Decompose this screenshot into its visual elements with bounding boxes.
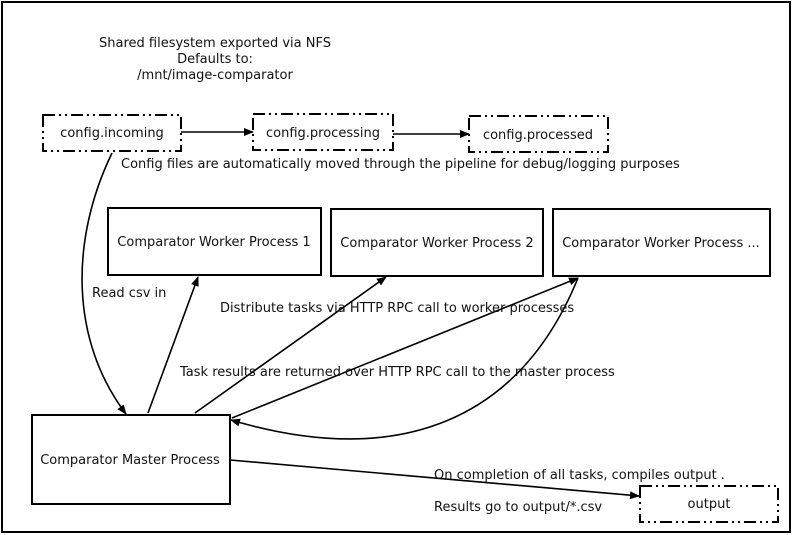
read-csv-label: Read csv in [92,286,166,301]
worker-1-box [107,207,322,276]
worker-1-label: Comparator Worker Process 1 [117,235,310,250]
worker-2-label: Comparator Worker Process 2 [340,236,533,251]
results-returned-label: Task results are returned over HTTP RPC … [179,365,615,380]
results-go-label: Results go to output/*.csv [434,500,602,515]
config-incoming-label: config.incoming [60,126,164,141]
arrow-read-csv [81,152,127,415]
config-processed-label: config.processed [483,128,593,143]
config-processing-box [252,113,394,151]
header-line-3: /mnt/image-comparator [137,68,293,83]
worker-3-box [552,208,771,277]
arrow-master-to-output [229,459,640,500]
arrow-master-to-worker-2 [194,276,387,414]
header-line-2: Defaults to: [177,52,253,67]
output-label: output [688,497,731,512]
arrow-master-to-worker-3 [231,277,579,419]
worker-2-box [330,208,544,277]
config-processing-label: config.processing [266,126,380,141]
output-box [639,485,779,523]
worker-3-label: Comparator Worker Process ... [562,236,760,251]
pipeline-note: Config files are automatically moved thr… [121,157,680,172]
distribute-label: Distribute tasks via HTTP RPC call to wo… [220,301,574,316]
master-box [31,414,231,505]
master-label: Comparator Master Process [40,453,220,468]
config-processed-box [468,115,609,153]
completion-label: On completion of all tasks, compiles out… [434,468,725,483]
header-line-1: Shared filesystem exported via NFS [99,36,331,51]
config-incoming-box [42,114,182,152]
arrow-results-to-master [230,277,579,440]
arrow-master-to-worker-1 [147,276,199,414]
